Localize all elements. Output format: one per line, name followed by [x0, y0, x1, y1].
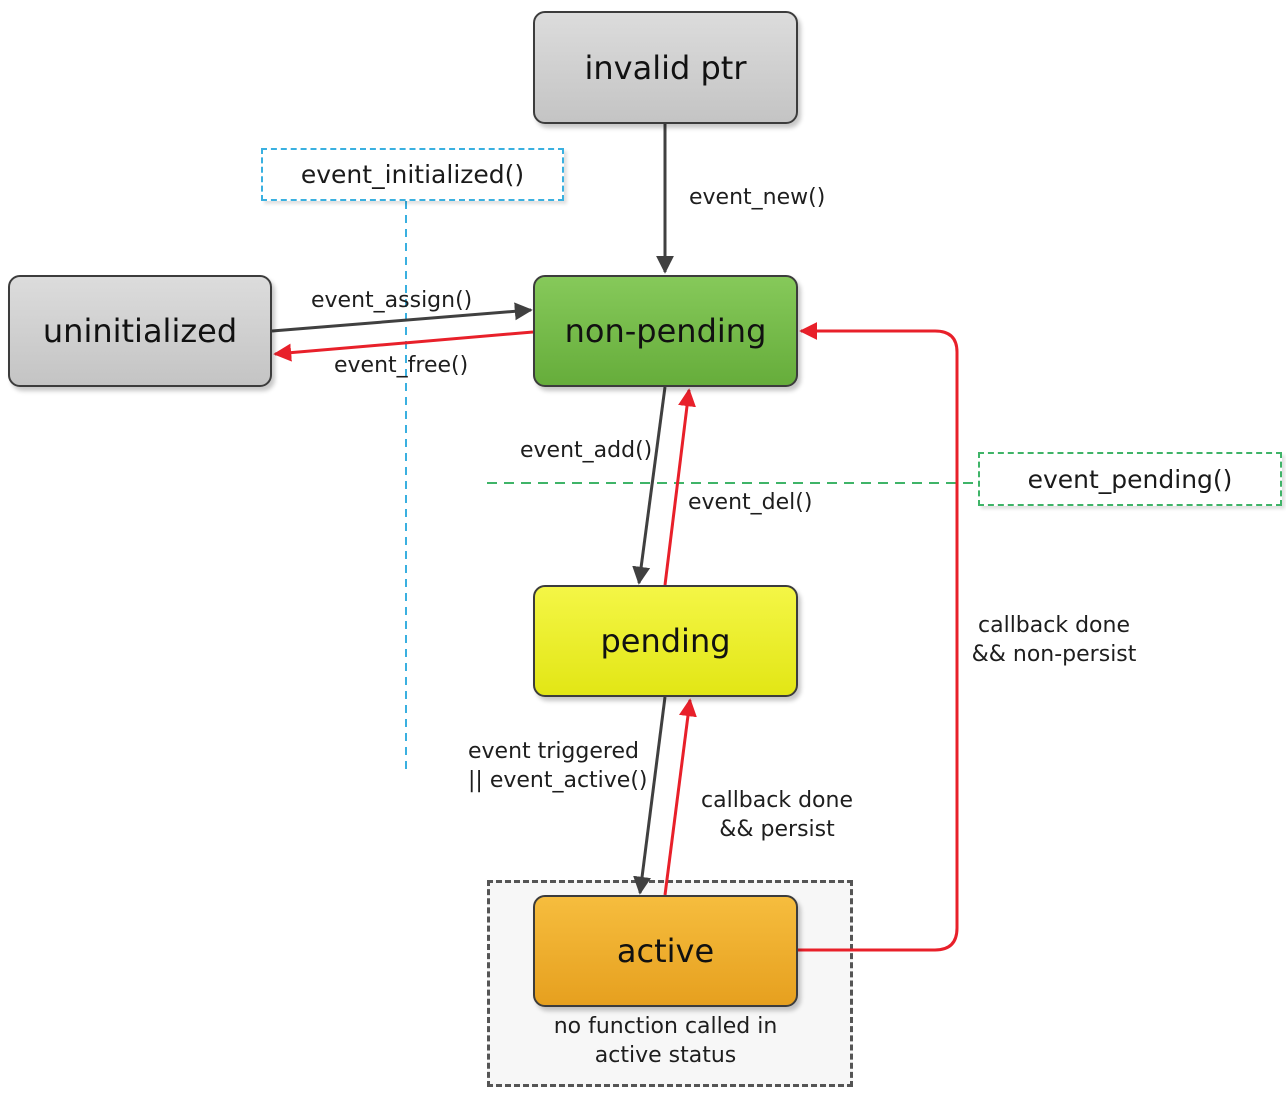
event-initialized-label: event_initialized(): [300, 160, 525, 189]
state-pending: pending: [533, 585, 798, 697]
label-event-del: event_del(): [688, 490, 813, 515]
arrow-event-del: [663, 388, 696, 586]
label-callback-persist: callback done && persist: [696, 786, 858, 844]
label-callback-non-persist-line2: && non-persist: [971, 642, 1137, 667]
label-callback-persist-line2: && persist: [719, 817, 835, 842]
state-invalid-ptr-label: invalid ptr: [584, 48, 747, 87]
event-pending-label: event_pending(): [1027, 464, 1233, 494]
label-event-free: event_free(): [334, 353, 469, 378]
label-callback-non-persist-line1: callback done: [978, 613, 1130, 638]
label-event-add: event_add(): [520, 438, 653, 463]
state-active-label: active: [616, 932, 715, 970]
arrow-event-free: [273, 330, 534, 362]
active-status-note-line1: no function called in: [553, 1014, 778, 1039]
state-non-pending: non-pending: [533, 275, 798, 387]
state-pending-label: pending: [600, 622, 731, 660]
arrow-event-add: [632, 386, 667, 585]
event-pending-query: event_pending(): [978, 452, 1282, 506]
state-non-pending-label: non-pending: [564, 312, 767, 350]
label-event-triggered: event triggered || event_active(): [468, 737, 648, 795]
event-initialized-query: event_initialized(): [261, 148, 564, 201]
label-event-new: event_new(): [689, 185, 826, 210]
label-event-triggered-line1: event triggered: [468, 739, 639, 764]
arrow-callback-persist: [663, 698, 697, 896]
state-invalid-ptr: invalid ptr: [533, 11, 798, 124]
label-callback-non-persist: callback done && non-persist: [962, 611, 1146, 669]
state-active: active: [533, 895, 798, 1007]
state-uninitialized-label: uninitialized: [42, 312, 238, 350]
active-status-note-line2: active status: [594, 1043, 737, 1068]
active-status-note: no function called in active status: [533, 1012, 798, 1070]
arrow-event-assign: [271, 302, 533, 333]
label-event-triggered-line2: || event_active(): [468, 768, 648, 793]
arrow-event-triggered: [633, 696, 667, 895]
state-uninitialized: uninitialized: [8, 275, 272, 387]
label-callback-persist-line1: callback done: [701, 788, 853, 813]
arrow-callback-non-persist: [798, 322, 959, 952]
label-event-assign: event_assign(): [311, 288, 473, 313]
